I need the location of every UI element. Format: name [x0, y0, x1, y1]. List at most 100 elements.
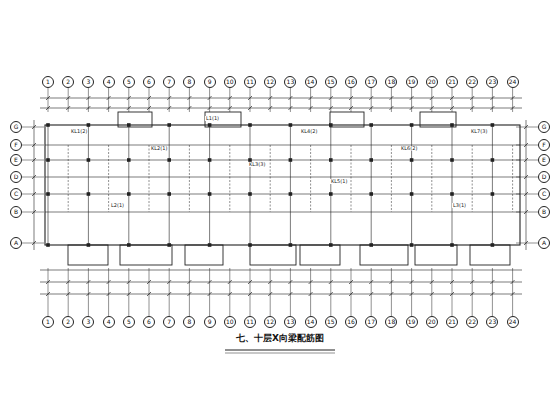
plan-line — [512, 145, 513, 212]
beam-label: L1(1) — [205, 116, 220, 121]
plan-line — [270, 145, 271, 212]
plan-line — [490, 96, 494, 100]
axis-bubble: 8 — [183, 76, 195, 88]
plan-line — [349, 106, 353, 110]
column — [167, 158, 171, 162]
plan-line — [45, 160, 520, 161]
plan-line — [228, 280, 232, 284]
plan-line — [470, 292, 474, 296]
column — [208, 192, 212, 196]
plan-line — [22, 243, 44, 244]
column — [329, 123, 333, 127]
axis-number: 2 — [66, 79, 70, 85]
plan-line — [524, 192, 528, 196]
column — [491, 192, 495, 196]
plan-line — [391, 145, 392, 212]
wall-outline — [185, 245, 223, 265]
plan-line — [66, 106, 70, 110]
plan-line — [450, 106, 454, 110]
axis-number: 18 — [388, 79, 396, 85]
axis-bubble: 19 — [406, 316, 418, 328]
column — [410, 123, 414, 127]
axis-bubble: C — [538, 188, 550, 200]
axis-bubble: 21 — [446, 76, 458, 88]
plan-line — [389, 96, 393, 100]
column — [127, 123, 131, 127]
axis-bubble: 7 — [163, 316, 175, 328]
column — [450, 243, 454, 247]
plan-line — [40, 108, 522, 109]
plan-line — [309, 106, 313, 110]
plan-line — [411, 125, 412, 245]
plan-line — [147, 96, 151, 100]
axis-bubble: B — [10, 206, 22, 218]
axis-number: 14 — [307, 79, 315, 85]
axis-bubble: 10 — [224, 316, 236, 328]
column — [127, 192, 131, 196]
axis-bubble: 17 — [365, 76, 377, 88]
axis-bubble: C — [10, 188, 22, 200]
axis-number: 21 — [448, 79, 456, 85]
wall-outline — [360, 245, 408, 265]
plan-line — [32, 143, 36, 147]
plan-line — [169, 268, 170, 316]
plan-line — [208, 280, 212, 284]
beam-label: KL3(3) — [248, 162, 266, 167]
axis-number: C — [14, 191, 18, 197]
plan-line — [329, 106, 333, 110]
column — [491, 243, 495, 247]
column — [329, 243, 333, 247]
axis-number: 8 — [187, 319, 191, 325]
axis-number: 24 — [509, 79, 517, 85]
axis-number: 22 — [468, 79, 476, 85]
wall-outline — [120, 245, 172, 265]
plan-line — [268, 96, 272, 100]
wall-outline — [45, 125, 520, 245]
axis-bubble: 1 — [42, 316, 54, 328]
plan-line — [450, 96, 454, 100]
axis-bubble: 22 — [466, 316, 478, 328]
axis-bubble: 20 — [426, 316, 438, 328]
axis-number: 21 — [448, 319, 456, 325]
axis-number: 17 — [367, 79, 375, 85]
plan-line — [22, 127, 44, 128]
plan-line — [22, 145, 44, 146]
axis-number: 6 — [147, 319, 151, 325]
axis-number: 23 — [489, 79, 497, 85]
axis-bubble: 4 — [103, 76, 115, 88]
plan-line — [430, 96, 434, 100]
plan-line — [472, 145, 473, 212]
plan-line — [492, 268, 493, 316]
column — [46, 158, 50, 162]
plan-line — [32, 175, 36, 179]
axis-number: E — [14, 157, 18, 163]
plan-line — [351, 145, 352, 212]
axis-number: 14 — [307, 319, 315, 325]
wall-outline — [205, 112, 241, 127]
plan-line — [290, 125, 291, 245]
plan-line — [309, 280, 313, 284]
plan-line — [167, 280, 171, 284]
wall-outline — [118, 112, 152, 127]
axis-number: 18 — [388, 319, 396, 325]
plan-line — [351, 268, 352, 316]
plan-line — [108, 145, 109, 212]
plan-line — [22, 160, 44, 161]
plan-line — [45, 177, 520, 178]
plan-line — [411, 268, 412, 316]
axis-number: 5 — [127, 79, 131, 85]
plan-line — [248, 292, 252, 296]
plan-line — [32, 158, 36, 162]
column — [167, 243, 171, 247]
plan-line — [369, 280, 373, 284]
axis-number: G — [542, 124, 547, 130]
axis-bubble: 22 — [466, 76, 478, 88]
axis-number: A — [542, 240, 546, 246]
beam-label: KL5(1) — [330, 179, 348, 184]
plan-line — [107, 96, 111, 100]
plan-line — [149, 268, 150, 316]
axis-bubble: D — [10, 171, 22, 183]
axis-number: C — [542, 191, 546, 197]
plan-line — [524, 125, 528, 129]
plan-line — [431, 268, 432, 316]
